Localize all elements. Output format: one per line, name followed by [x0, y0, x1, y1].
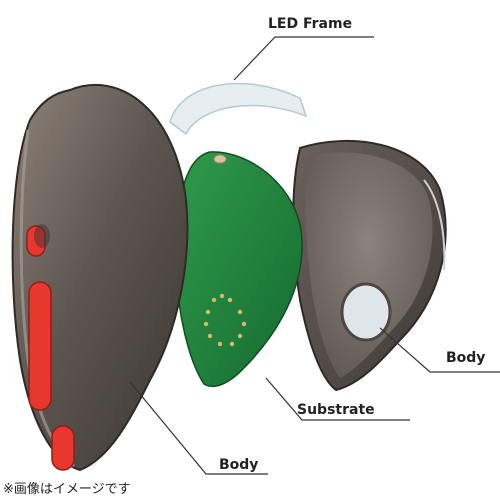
leader-lines [129, 36, 500, 475]
led-frame-icon [169, 82, 308, 136]
label-body-bottom: Body [219, 457, 259, 473]
pcb-pads [203, 293, 247, 347]
shell-icon [292, 139, 447, 392]
label-substrate: Substrate [297, 402, 375, 418]
label-body-right: Body [446, 350, 486, 366]
shell-icon [11, 84, 189, 472]
image-caption: ※画像はイメージです [3, 482, 131, 497]
label-led-frame: LED Frame [268, 16, 353, 32]
pcb-icon [174, 151, 303, 388]
